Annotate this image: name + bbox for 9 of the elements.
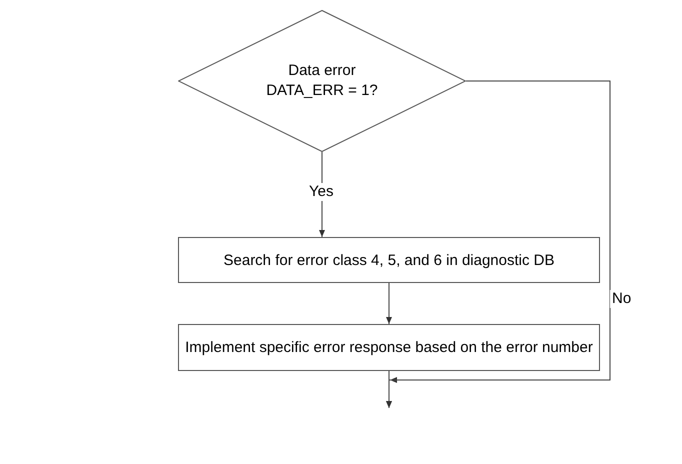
decision-text: Data error DATA_ERR = 1?	[265, 61, 379, 101]
edge-label: No	[610, 290, 634, 308]
edge-label: Yes	[307, 183, 336, 201]
step-text: Implement specific error response based on the error number	[185, 339, 593, 356]
decision-diamond	[178, 10, 466, 152]
process-box	[178, 237, 600, 283]
arrow	[386, 282, 392, 324]
step-text: Search for error class 4, 5, and 6 in diagnostic DB	[224, 252, 554, 268]
process-box	[178, 324, 600, 371]
